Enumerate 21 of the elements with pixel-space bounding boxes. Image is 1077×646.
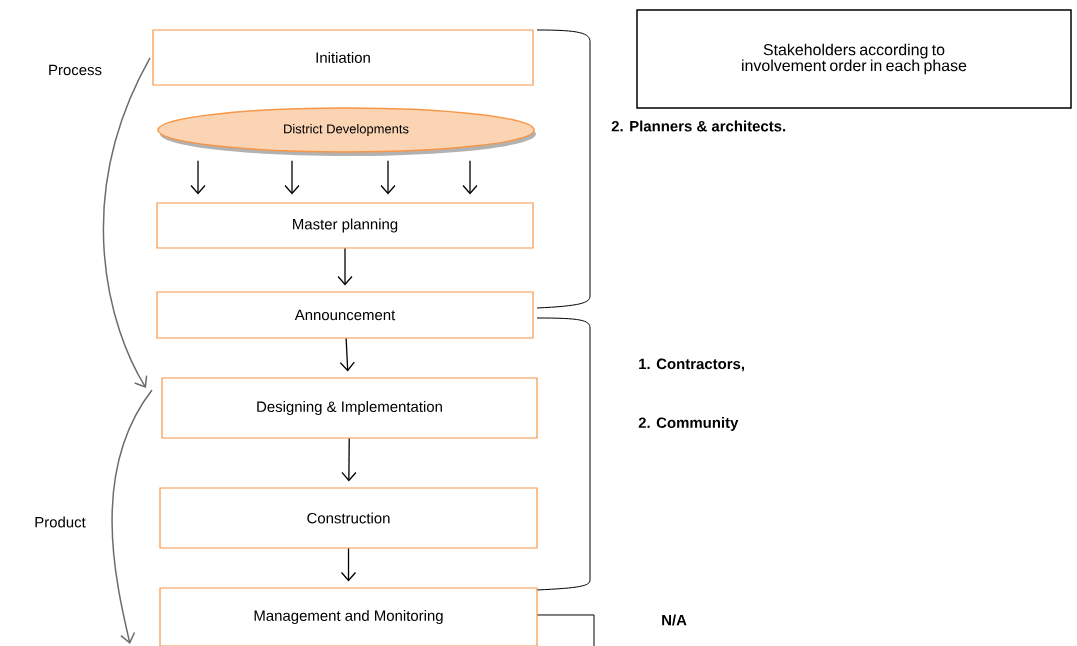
process-box: Announcement [156, 291, 534, 339]
label: Process [49, 64, 102, 76]
arrow [284, 160, 300, 195]
arrow [339, 337, 355, 372]
heading-box: Stakeholders according to involvement order in each phase [636, 9, 1072, 109]
label: 1. Contractors, [639, 358, 745, 372]
arrow [340, 547, 357, 582]
label: 2. Community [638, 417, 739, 431]
process-box: Management and Monitoring [159, 587, 538, 646]
process-box: Initiation [152, 29, 534, 86]
process-box: Master planning [156, 202, 534, 249]
arrow [190, 160, 206, 195]
arrow [337, 247, 353, 286]
process-box: Construction [159, 487, 538, 549]
label: N/A [662, 614, 687, 626]
ellipse-node: District Developments [157, 107, 535, 153]
process-box: Designing & Implementation [161, 377, 538, 439]
arrow [341, 437, 357, 482]
arrow [380, 160, 396, 195]
label: Product [35, 516, 86, 528]
arrow [462, 160, 478, 195]
